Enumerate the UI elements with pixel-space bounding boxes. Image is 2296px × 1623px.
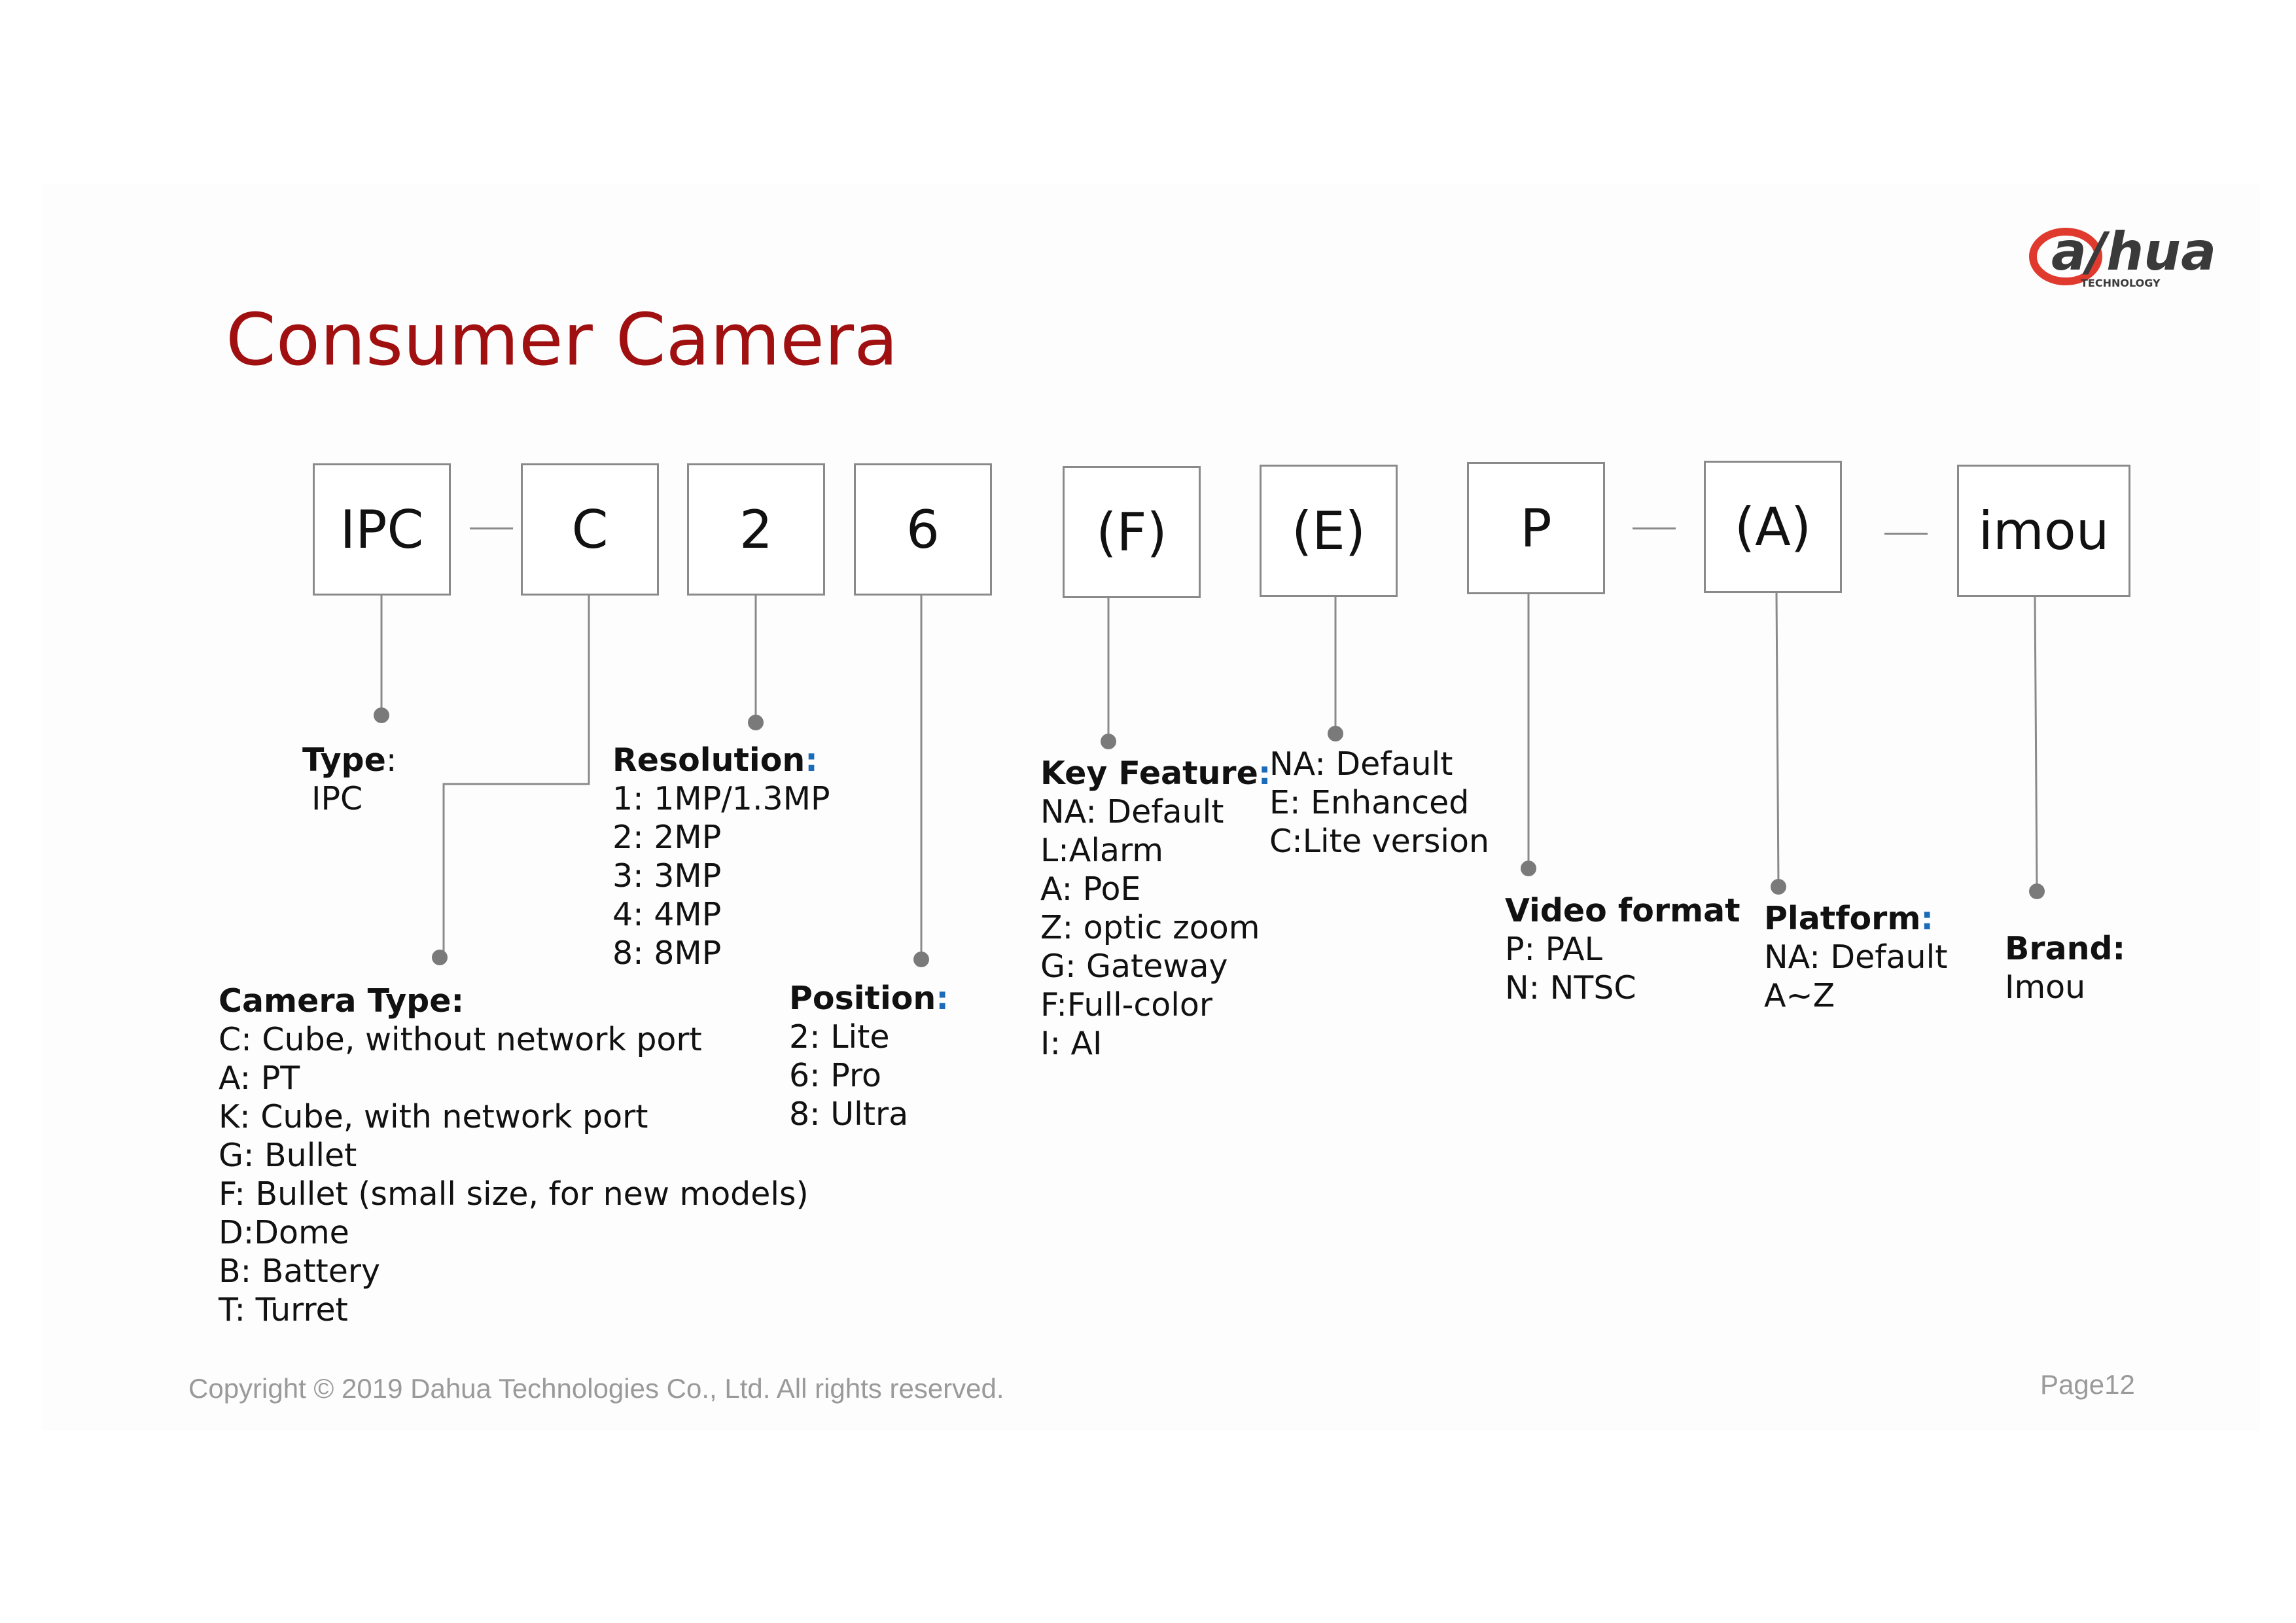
platform-item: NA: Default <box>1764 938 1948 976</box>
key-feature-item: A: PoE <box>1040 870 1141 908</box>
camera-type-item: A: PT <box>219 1060 300 1097</box>
platform-heading: Platform <box>1764 900 1921 937</box>
position-item: 8: Ultra <box>789 1096 909 1133</box>
code-box-video-format: P <box>1467 462 1605 594</box>
camera-type-item: K: Cube, with network port <box>219 1098 648 1135</box>
page-title: Consumer Camera <box>226 298 898 382</box>
code-box-key-feature: (F) <box>1063 466 1201 598</box>
copyright-text: Copyright © 2019 Dahua Technologies Co.,… <box>188 1373 1004 1404</box>
platform-group: Platform: NA: Default A~Z <box>1764 899 1947 1015</box>
video-format-heading: Video format <box>1505 892 1740 929</box>
dash-separator <box>1633 527 1676 529</box>
brand-heading: Brand: <box>2005 930 2126 967</box>
dash-separator <box>470 527 513 529</box>
e-option-item: NA: Default <box>1269 745 1453 783</box>
svg-text:/hua: /hua <box>2082 221 2216 282</box>
brand-group: Brand: Imou <box>2005 929 2125 1007</box>
position-colon: : <box>936 980 949 1017</box>
video-format-item: N: NTSC <box>1505 969 1636 1007</box>
camera-type-item: B: Battery <box>219 1253 381 1290</box>
code-box-type: IPC <box>313 463 451 596</box>
resolution-item: 8: 8MP <box>612 935 722 972</box>
page-number: Page12 <box>2040 1369 2135 1400</box>
camera-type-item: C: Cube, without network port <box>219 1021 702 1058</box>
code-box-resolution: 2 <box>687 463 825 596</box>
position-item: 2: Lite <box>789 1018 890 1056</box>
key-feature-item: G: Gateway <box>1040 948 1228 985</box>
camera-type-item: T: Turret <box>219 1291 348 1329</box>
resolution-item: 2: 2MP <box>612 819 722 856</box>
resolution-colon: : <box>805 741 818 779</box>
video-format-group: Video format P: PAL N: NTSC <box>1505 891 1740 1007</box>
key-feature-item: Z: optic zoom <box>1040 909 1260 946</box>
position-heading: Position <box>789 980 936 1017</box>
camera-type-heading: Camera Type: <box>219 982 465 1020</box>
dahua-logo: a /hua TECHNOLOGY <box>2029 221 2216 289</box>
type-item: IPC <box>311 780 363 817</box>
dash-separator <box>1884 533 1928 535</box>
svg-text:a: a <box>2051 221 2087 282</box>
video-format-item: P: PAL <box>1505 931 1602 968</box>
key-feature-heading: Key Feature <box>1040 755 1258 792</box>
resolution-group: Resolution: 1: 1MP/1.3MP 2: 2MP 3: 3MP 4… <box>612 741 830 972</box>
e-option-group: NA: Default E: Enhanced C:Lite version <box>1269 745 1489 861</box>
camera-type-item: D:Dome <box>219 1214 349 1251</box>
resolution-item: 4: 4MP <box>612 896 722 933</box>
position-item: 6: Pro <box>789 1057 881 1094</box>
slide-background <box>42 185 2260 1431</box>
key-feature-group: Key Feature: NA: Default L:Alarm A: PoE … <box>1040 754 1271 1063</box>
e-option-item: E: Enhanced <box>1269 784 1470 821</box>
resolution-item: 3: 3MP <box>612 857 722 895</box>
e-option-item: C:Lite version <box>1269 823 1490 860</box>
code-box-position: 6 <box>854 463 992 596</box>
brand-item: Imou <box>2005 969 2086 1006</box>
key-feature-item: NA: Default <box>1040 793 1224 830</box>
camera-type-group: Camera Type: C: Cube, without network po… <box>219 982 809 1329</box>
resolution-item: 1: 1MP/1.3MP <box>612 780 830 817</box>
camera-type-item: G: Bullet <box>219 1137 357 1174</box>
code-box-brand: imou <box>1957 465 2130 597</box>
platform-item: A~Z <box>1764 977 1835 1014</box>
type-heading: Type <box>302 741 386 779</box>
type-group: Type: IPC <box>302 741 397 818</box>
key-feature-colon: : <box>1258 755 1271 792</box>
position-group: Position: 2: Lite 6: Pro 8: Ultra <box>789 979 949 1133</box>
code-box-platform: (A) <box>1704 461 1842 593</box>
key-feature-item: I: AI <box>1040 1025 1103 1062</box>
code-box-camera-type: C <box>521 463 659 596</box>
key-feature-item: F:Full-color <box>1040 986 1213 1024</box>
type-colon: : <box>385 741 397 779</box>
resolution-heading: Resolution <box>612 741 805 779</box>
svg-text:TECHNOLOGY: TECHNOLOGY <box>2081 277 2161 289</box>
camera-type-item: F: Bullet (small size, for new models) <box>219 1175 809 1213</box>
key-feature-item: L:Alarm <box>1040 832 1163 869</box>
platform-colon: : <box>1920 900 1934 937</box>
code-box-option-e: (E) <box>1260 465 1398 597</box>
